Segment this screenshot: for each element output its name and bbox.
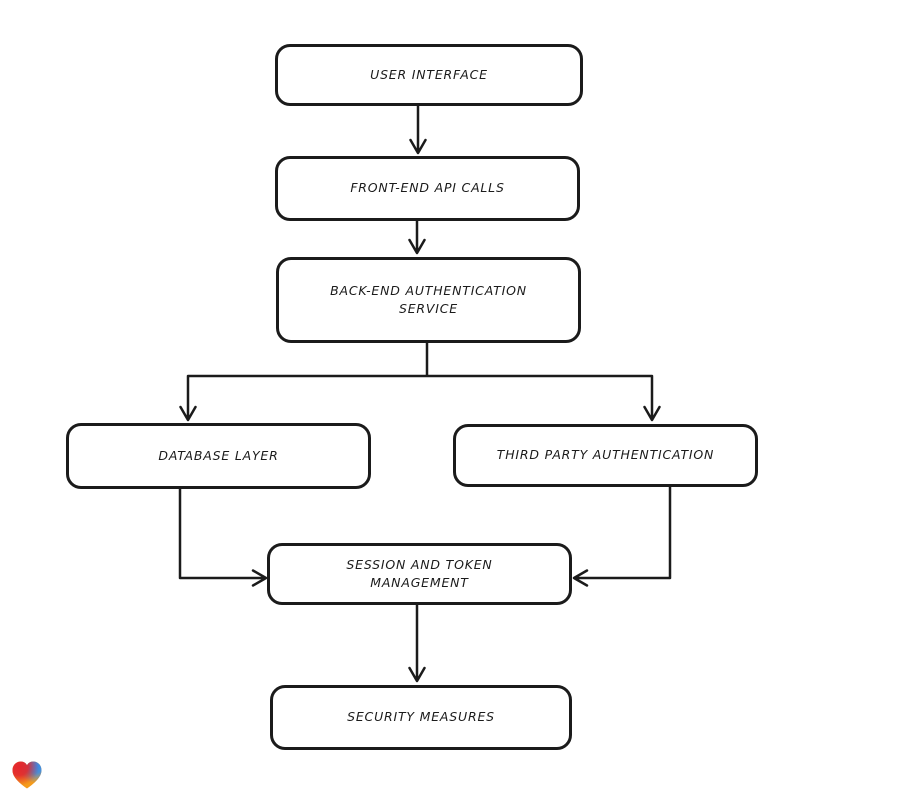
node-database-layer: DATABASE LAYER bbox=[66, 423, 371, 489]
node-front-end-api-calls: FRONT-END API CALLS bbox=[275, 156, 580, 221]
edge-session-to-security bbox=[408, 603, 426, 683]
node-back-end-authentication-service-label: BACK-END AUTHENTICATION SERVICE bbox=[330, 282, 527, 316]
node-third-party-authentication: THIRD PARTY AUTHENTICATION bbox=[453, 424, 758, 487]
node-front-end-api-calls-label: FRONT-END API CALLS bbox=[350, 180, 505, 196]
edge-frontend-to-backend bbox=[408, 219, 426, 255]
edge-thirdparty-to-session bbox=[572, 485, 672, 587]
node-session-and-token-management: SESSION AND TOKEN MANAGEMENT bbox=[267, 543, 572, 605]
node-session-and-token-management-label: SESSION AND TOKEN MANAGEMENT bbox=[346, 556, 493, 590]
node-user-interface-label: USER INTERFACE bbox=[370, 66, 488, 82]
node-security-measures-label: SECURITY MEASURES bbox=[347, 709, 495, 725]
node-security-measures: SECURITY MEASURES bbox=[270, 685, 572, 750]
edge-database-to-session bbox=[178, 487, 268, 587]
heart-logo[interactable] bbox=[11, 760, 43, 790]
node-back-end-authentication-service: BACK-END AUTHENTICATION SERVICE bbox=[276, 257, 581, 343]
edge-backend-branch bbox=[179, 341, 661, 422]
node-third-party-authentication-label: THIRD PARTY AUTHENTICATION bbox=[496, 447, 715, 463]
node-database-layer-label: DATABASE LAYER bbox=[158, 447, 279, 463]
node-user-interface: USER INTERFACE bbox=[275, 44, 583, 106]
heart-icon bbox=[12, 761, 42, 789]
edge-user-to-frontend bbox=[409, 104, 427, 155]
